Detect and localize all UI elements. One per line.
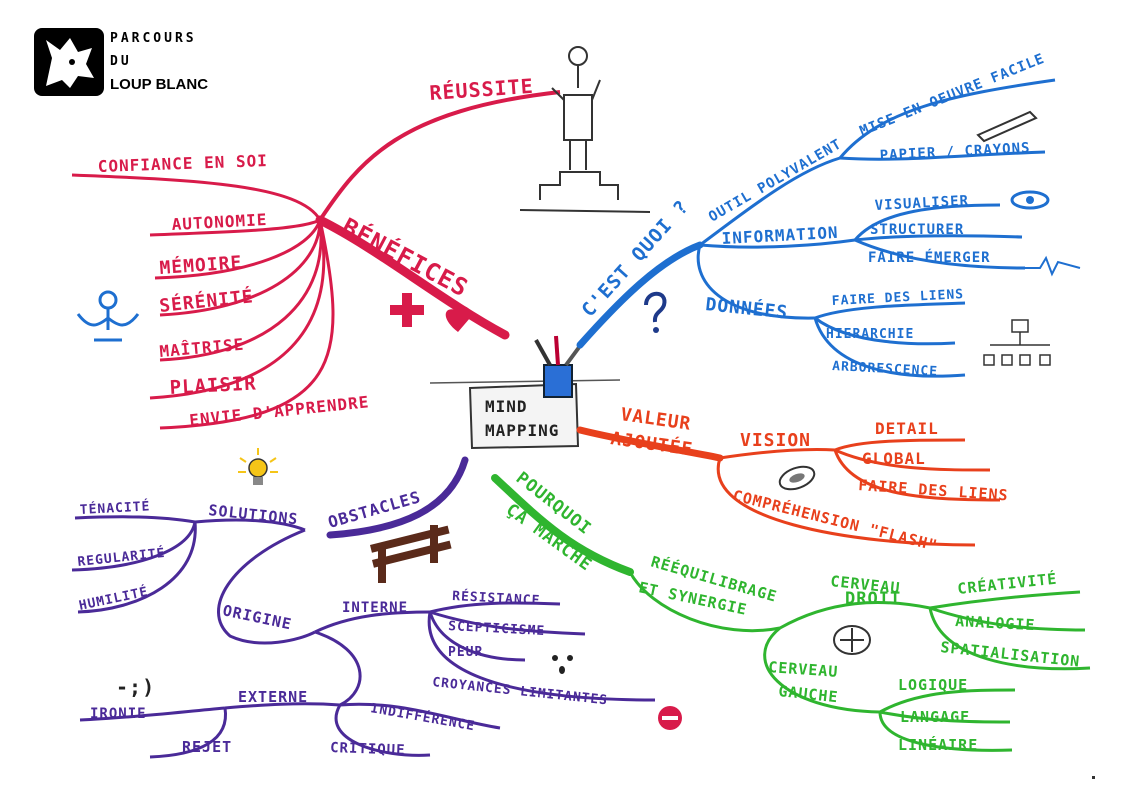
- pourquoi-gauche-2: GAUCHE: [778, 682, 840, 706]
- pourquoi-gauche-item-1: LANGAGE: [900, 708, 970, 726]
- eye-glass-icon: [778, 465, 816, 491]
- obstacles-solutions-item-2: HUMILITÉ: [78, 584, 150, 614]
- branch-obstacles: [71, 456, 656, 759]
- benefices-item-0: CONFIANCE EN SOI: [97, 151, 268, 176]
- benefices-item-5: PLAISIR: [169, 372, 257, 399]
- benefices-reussite: RÉUSSITE: [429, 74, 535, 105]
- benefices-item-6: ENVIE D'APPRENDRE: [188, 392, 370, 430]
- pourquoi-gauche-item-0: LOGIQUE: [898, 676, 968, 694]
- center-node: MIND MAPPING: [429, 379, 621, 450]
- obstacles-externe-item-3: INDIFFÉRENCE: [369, 700, 476, 734]
- cestquoi-donnees-item-2: ARBORESCENCE: [832, 359, 939, 380]
- eye-icon: [1010, 190, 1050, 210]
- lightbulb-icon: [238, 448, 278, 485]
- pourquoi-droit-item-1: ANALOGIE: [955, 612, 1036, 634]
- branch-pourquoi: [491, 474, 1091, 752]
- org-chart-icon: [983, 319, 1051, 366]
- valeur-vision-item-2: FAIRE DES LIENS: [858, 476, 1009, 504]
- obstacles-solutions-item-0: TÉNACITÉ: [79, 498, 150, 518]
- pourquoi-droit-2: DROIT: [845, 589, 901, 609]
- obstacles-title: OBSTACLES: [326, 487, 423, 532]
- heart-icon: [445, 306, 471, 332]
- pourquoi-gauche-1: CERVEAU: [768, 658, 839, 681]
- branch-cestquoi: [576, 78, 1056, 378]
- obstacles-interne: INTERNE: [342, 600, 408, 616]
- cestquoi-information-item-1: STRUCTURER: [870, 222, 964, 238]
- valeur-vision-item-0: DETAIL: [875, 419, 939, 438]
- obstacles-smiley: -;): [116, 675, 155, 699]
- obstacles-interne-item-1: SCEPTICISME: [448, 619, 546, 639]
- center-line-2: MAPPING: [485, 421, 559, 440]
- heartbeat-icon: [1025, 255, 1081, 277]
- obstacles-externe: EXTERNE: [238, 688, 308, 706]
- valeur-vision: VISION: [740, 430, 811, 451]
- branch-benefices: [71, 90, 561, 430]
- cestquoi-donnees: DONNÉES: [704, 293, 789, 324]
- valeur-vision-item-1: GLOBAL: [862, 449, 926, 468]
- surprised-face-icon: [552, 655, 573, 674]
- cestquoi-outil: OUTIL POLYVALENT: [706, 136, 845, 225]
- benefices-title: BÉNÉFICES: [337, 212, 473, 303]
- cestquoi-information-item-0: VISUALISER: [874, 193, 969, 214]
- obstacles-externe-item-1: REJET: [182, 738, 232, 756]
- branch-valeur: [576, 426, 1001, 547]
- obstacles-interne-item-0: RÉSISTANCE: [452, 588, 541, 609]
- stop-sign-icon: [658, 706, 682, 730]
- logo-line-1: PARCOURS: [110, 31, 197, 46]
- logo-text: PARCOURS DU LOUP BLANC: [110, 27, 208, 96]
- benefices-item-4: MAÎTRISE: [159, 335, 245, 361]
- logo-line-2: DU: [110, 54, 132, 69]
- cestquoi-donnees-item-0: FAIRE DES LIENS: [831, 287, 964, 309]
- benefices-item-3: SÉRÉNITÉ: [158, 285, 254, 317]
- brain-icon: [833, 625, 871, 655]
- pourquoi-gauche-item-2: LINÉAIRE: [898, 735, 978, 754]
- cestquoi-information-item-2: FAIRE ÉMERGER: [868, 249, 991, 266]
- obstacles-externe-item-2: CRITIQUE: [330, 740, 406, 759]
- obstacles-externe-item-0: IRONIE: [90, 706, 147, 722]
- pencil-icon: [976, 110, 1038, 143]
- obstacles-origine: ORIGINE: [221, 601, 293, 633]
- meditation-figure-icon: [76, 290, 140, 342]
- benefices-item-1: AUTONOMIE: [171, 210, 268, 234]
- center-line-1: MIND: [485, 397, 528, 416]
- logo-line-3: LOUP BLANC: [110, 76, 209, 93]
- wolf-logo-icon: [34, 28, 104, 96]
- obstacles-interne-item-3: CROYANCES LIMITANTES: [432, 675, 609, 708]
- benefices-item-2: MÉMOIRE: [159, 251, 243, 279]
- cestquoi-donnees-item-1: HIERARCHIE: [826, 327, 914, 342]
- cestquoi-outil-item-1: PAPIER / CRAYONS: [879, 140, 1030, 164]
- obstacles-interne-item-2: PEUR: [448, 645, 483, 660]
- pencil-cup-icon: [534, 335, 582, 398]
- question-mark-icon: [644, 291, 667, 333]
- trophy-podium-icon: [519, 46, 651, 213]
- obstacles-solutions: SOLUTIONS: [208, 501, 300, 528]
- plus-icon: [390, 293, 424, 327]
- fence-icon: [370, 525, 452, 583]
